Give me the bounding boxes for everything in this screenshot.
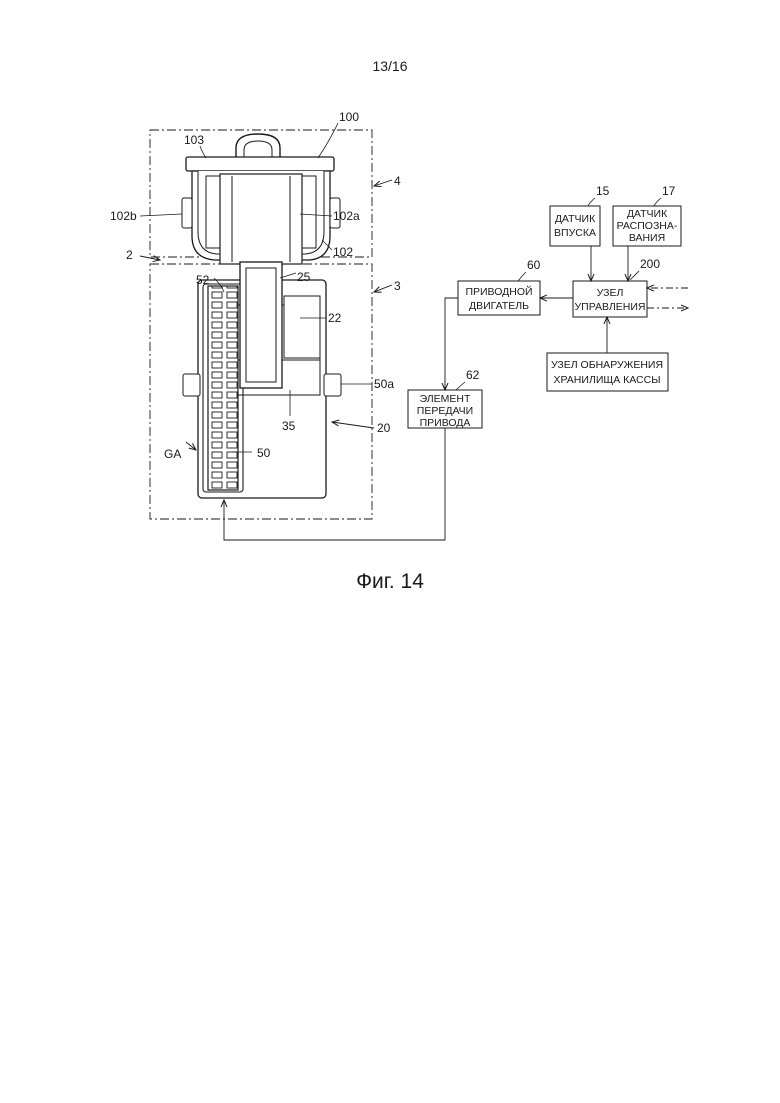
control-unit-line-2: УПРАВЛЕНИЯ bbox=[574, 301, 645, 313]
ref-20: 20 bbox=[377, 421, 391, 435]
control-unit-line-1: УЗЕЛ bbox=[597, 287, 624, 299]
roller-assembly-100 bbox=[182, 134, 340, 264]
ref-102b: 102b bbox=[110, 209, 137, 223]
drive-motor-line-1: ПРИВОДНОЙ bbox=[465, 285, 532, 298]
cassette-detection-line-1: УЗЕЛ ОБНАРУЖЕНИЯ bbox=[551, 359, 663, 371]
figure-caption: Фиг. 14 bbox=[0, 570, 780, 594]
ref-103: 103 bbox=[184, 133, 204, 147]
drive-transmission-line-1: ЭЛЕМЕНТ bbox=[420, 393, 471, 405]
intake-sensor-box bbox=[550, 206, 600, 246]
ref-102: 102 bbox=[333, 245, 353, 259]
ref-102a: 102a bbox=[333, 209, 360, 223]
cassette-drive-20 bbox=[183, 262, 341, 498]
ref-3: 3 bbox=[394, 279, 401, 293]
cassette-detection-line-2: ХРАНИЛИЩА КАССЫ bbox=[554, 374, 661, 386]
ref-4: 4 bbox=[394, 174, 401, 188]
drive-motor-line-2: ДВИГАТЕЛЬ bbox=[469, 300, 529, 312]
ref-35: 35 bbox=[282, 419, 296, 433]
ref-200: 200 bbox=[640, 257, 660, 271]
gear-50 bbox=[208, 286, 238, 490]
drive-transmission-line-2: ПЕРЕДАЧИ bbox=[417, 405, 473, 417]
drive-transmission-line-3: ПРИВОДА bbox=[420, 417, 471, 429]
ref-ga: GA bbox=[164, 447, 181, 461]
ref-25: 25 bbox=[297, 270, 311, 284]
line-motor-to-transmission bbox=[445, 298, 458, 390]
intake-sensor-line-2: ВПУСКА bbox=[554, 227, 596, 239]
ref-17: 17 bbox=[662, 184, 676, 198]
ref-2: 2 bbox=[126, 248, 133, 262]
ref-22: 22 bbox=[328, 311, 342, 325]
ref-52: 52 bbox=[196, 273, 210, 287]
ref-62: 62 bbox=[466, 368, 480, 382]
ref-60: 60 bbox=[527, 258, 541, 272]
ref-100: 100 bbox=[339, 110, 359, 124]
ref-50: 50 bbox=[257, 446, 271, 460]
recognition-sensor-line-2: РАСПОЗНА- bbox=[617, 220, 678, 232]
recognition-sensor-line-1: ДАТЧИК bbox=[627, 208, 668, 220]
ref-50a: 50a bbox=[374, 377, 394, 391]
recognition-sensor-line-3: ВАНИЯ bbox=[629, 232, 665, 244]
intake-sensor-line-1: ДАТЧИК bbox=[555, 213, 596, 225]
ref-15: 15 bbox=[596, 184, 610, 198]
